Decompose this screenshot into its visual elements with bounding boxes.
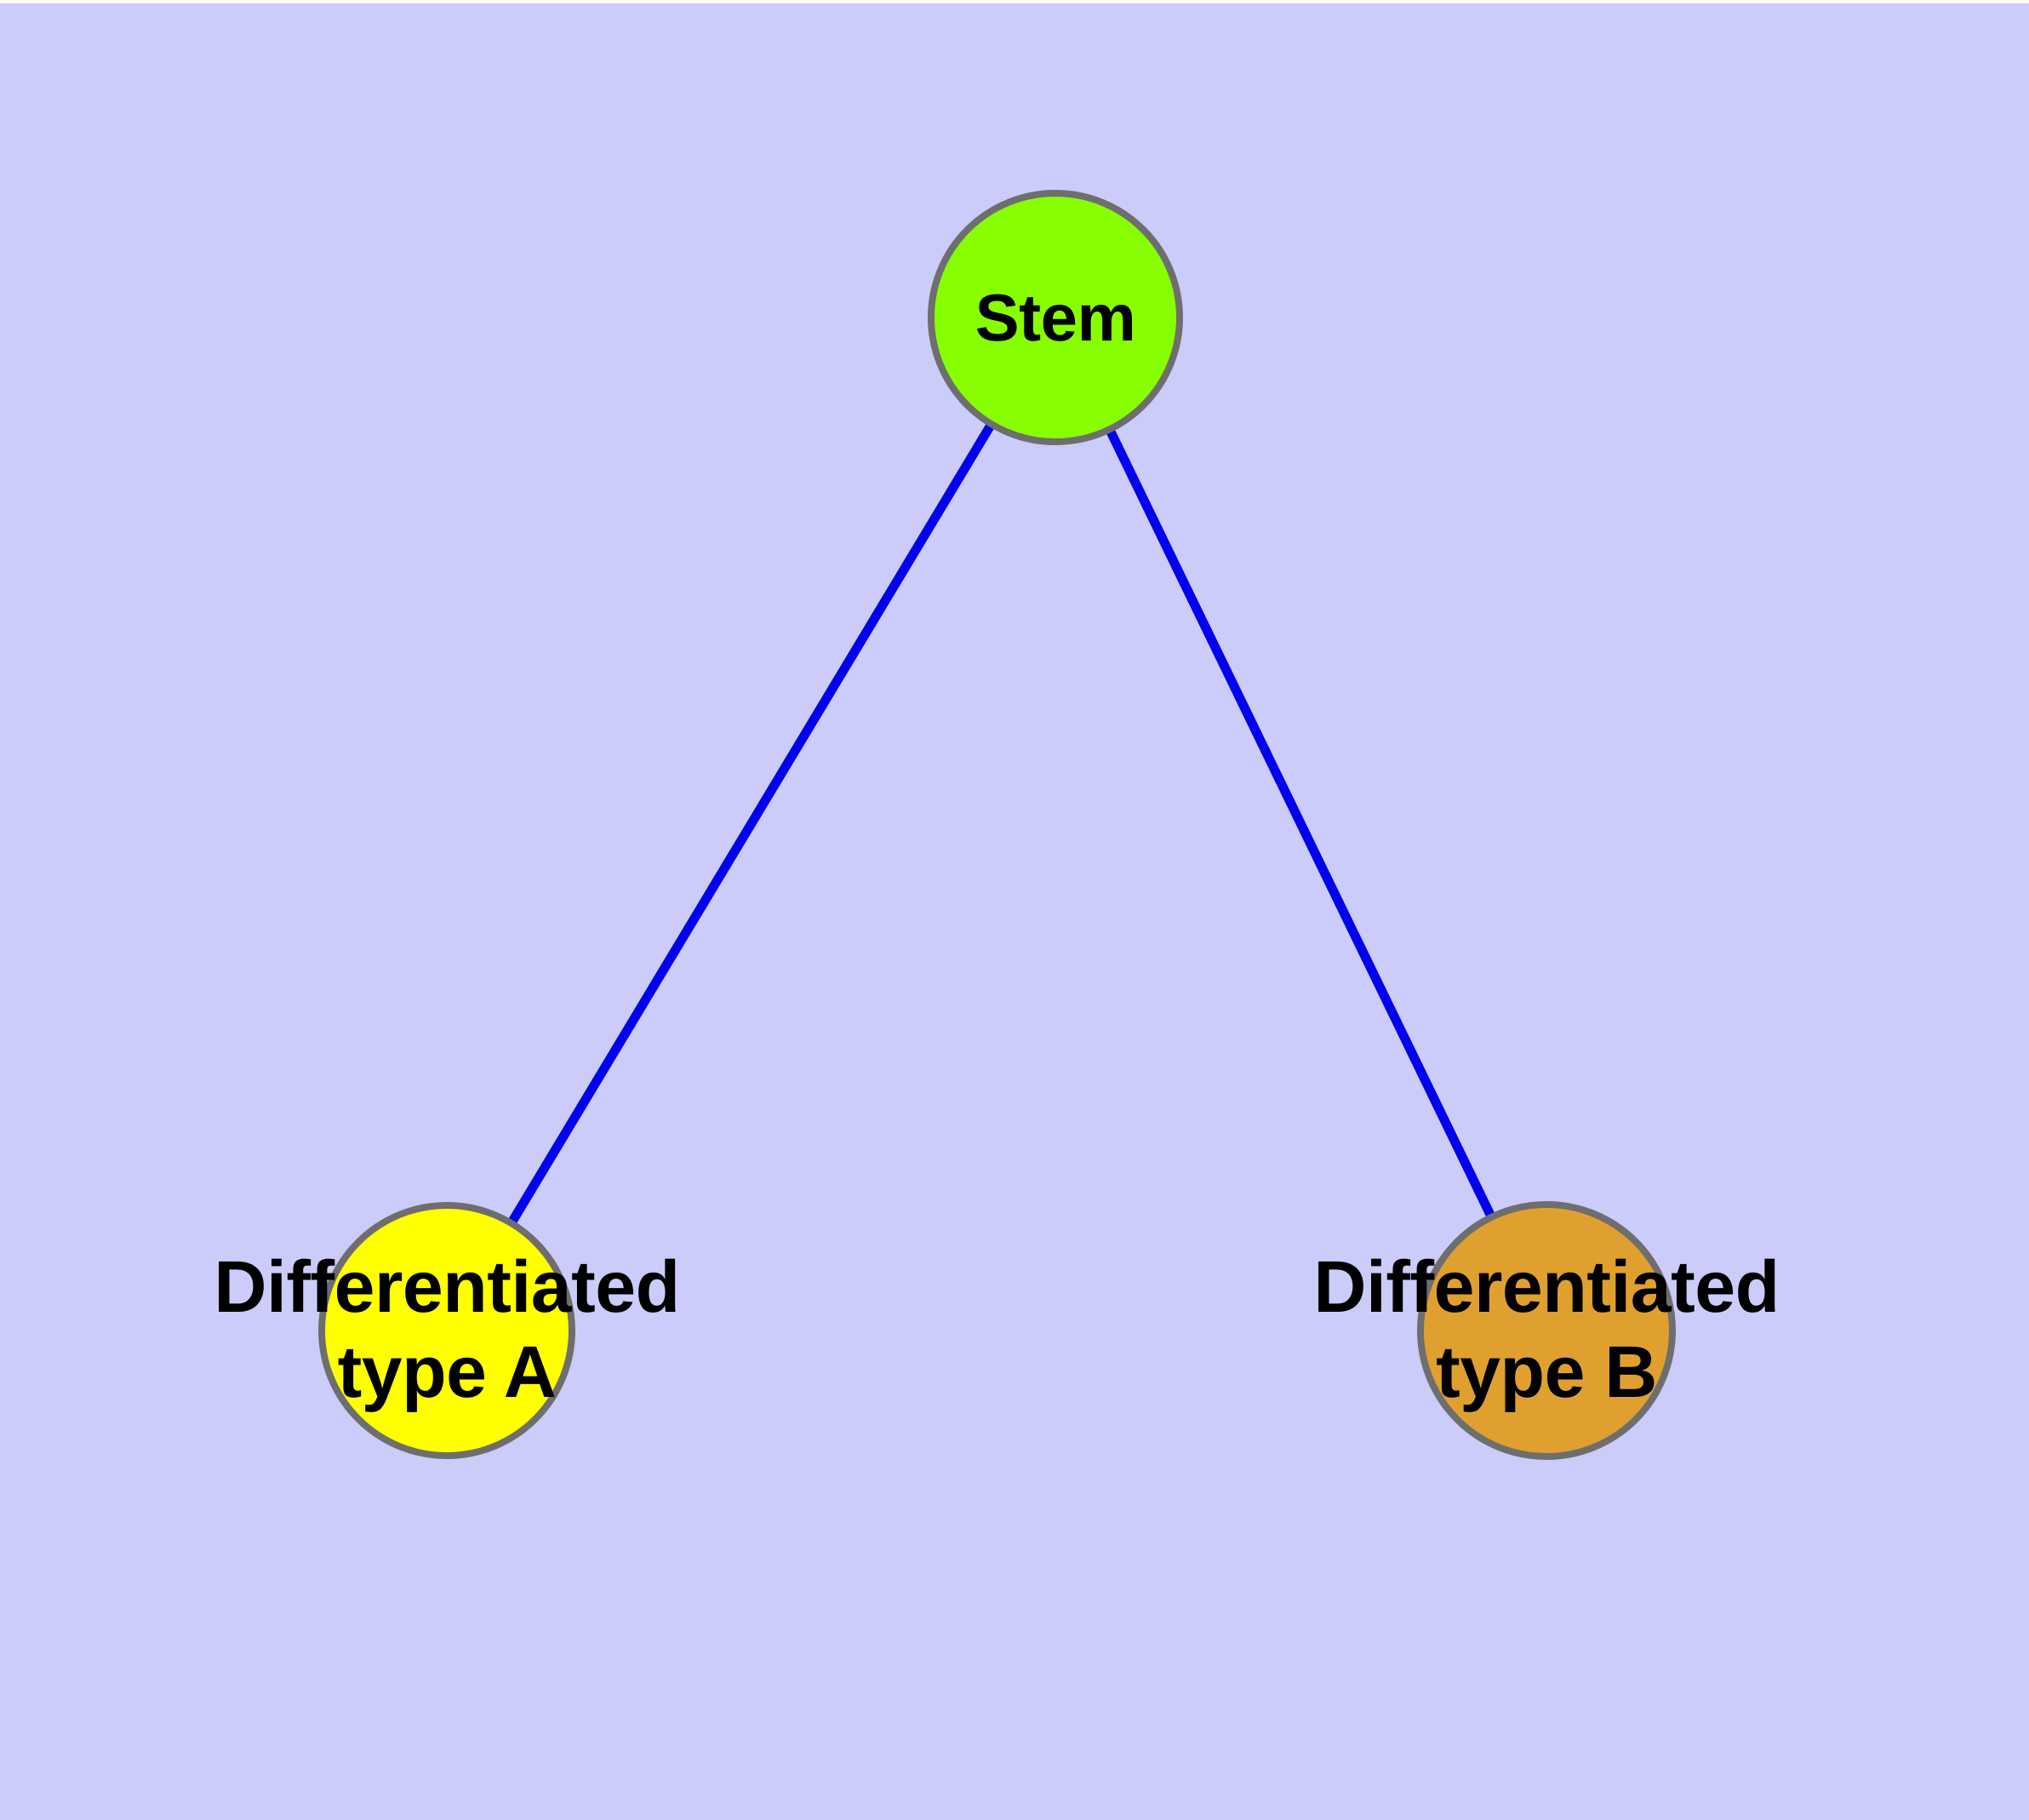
- node-stem[interactable]: [928, 190, 1183, 445]
- node-differentiated-type-b[interactable]: [1417, 1201, 1676, 1460]
- node-layer: Stem Differentiated type A Differentiate…: [0, 3, 2029, 1820]
- node-differentiated-type-a[interactable]: [318, 1202, 575, 1459]
- diagram-background: Stem Differentiated type A Differentiate…: [0, 3, 2029, 1820]
